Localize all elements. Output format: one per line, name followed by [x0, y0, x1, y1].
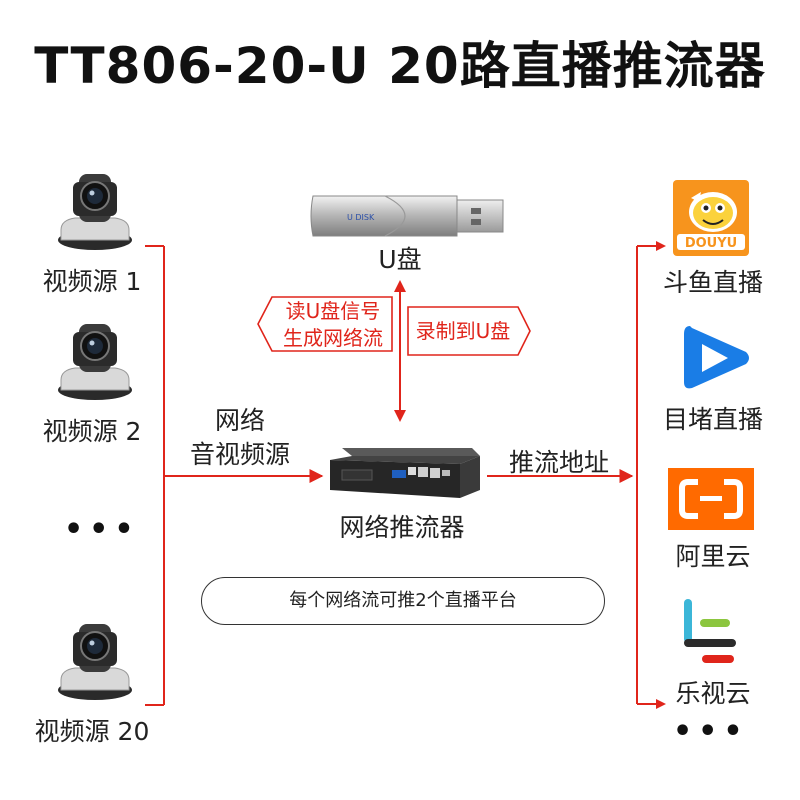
source-bracket	[145, 245, 165, 706]
sources-ellipsis: •••	[64, 512, 140, 547]
platform-label: 乐视云	[675, 679, 751, 708]
usb-read-line1: 读U盘信号	[285, 299, 381, 323]
page-title: TT806-20-U 20路直播推流器	[34, 37, 766, 95]
input-label: 网络 音视频源	[170, 404, 310, 472]
aliyun-logo-icon	[668, 468, 754, 530]
camera-icon	[58, 324, 132, 400]
usb-read-text: 读U盘信号 生成网络流	[270, 298, 396, 352]
usb-record-text: 录制到U盘	[415, 319, 511, 343]
usb-drive-icon: U DISK	[310, 195, 504, 237]
usb-double-arrow	[394, 280, 406, 422]
usb-label: U盘	[378, 245, 422, 274]
platform-label: 斗鱼直播	[662, 268, 763, 297]
camera-icon	[58, 174, 132, 250]
source-label: 视频源 1	[42, 267, 142, 296]
platform-arrow-heads	[656, 241, 666, 709]
usb-record-box	[407, 306, 531, 356]
output-label: 推流地址	[508, 448, 609, 477]
streamer-device-icon	[330, 448, 480, 498]
usb-read-line2: 生成网络流	[283, 326, 383, 350]
platforms-ellipsis: •••	[673, 714, 749, 749]
letv-logo-icon	[684, 599, 736, 663]
input-label-line2: 音视频源	[189, 440, 290, 469]
device-label: 网络推流器	[339, 513, 465, 542]
platform-bracket	[636, 245, 656, 705]
platform-label: 目堵直播	[662, 405, 763, 434]
play-triangle-logo-icon	[684, 326, 749, 389]
input-label-line1: 网络	[214, 406, 265, 435]
platform-note: 每个网络流可推2个直播平台	[201, 577, 605, 625]
usb-read-box	[257, 296, 393, 352]
usb-disk-text: U DISK	[347, 213, 375, 222]
camera-icon	[58, 624, 132, 700]
douyu-logo-text: DOUYU	[685, 236, 737, 251]
source-label: 视频源 2	[42, 417, 142, 446]
source-label: 视频源 20	[34, 717, 150, 746]
platform-label: 阿里云	[675, 542, 751, 571]
douyu-logo-icon: DOUYU	[673, 180, 749, 256]
